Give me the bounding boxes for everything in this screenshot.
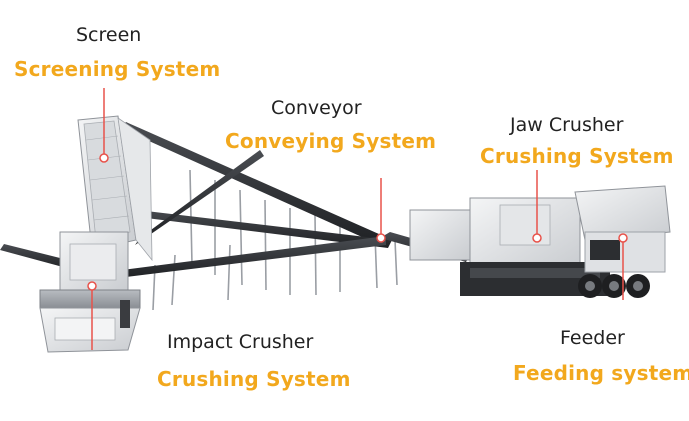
conveyor-belts [0, 122, 470, 278]
impact-crusher-system: Crushing System [157, 367, 351, 391]
screen-name: Screen [76, 24, 142, 46]
feeder-name: Feeder [560, 327, 625, 349]
impact-crusher-name: Impact Crusher [167, 331, 314, 353]
wheels [578, 274, 650, 298]
jaw-crusher-name: Jaw Crusher [510, 114, 624, 136]
feeder-system: Feeding system [513, 361, 689, 385]
impact-crusher-unit [39, 231, 141, 353]
callout-pointers [87, 88, 628, 350]
jaw-crusher-system: Crushing System [480, 144, 674, 168]
conveyor-system: Conveying System [225, 129, 437, 153]
screen-system: Screening System [14, 57, 221, 81]
conveyor-name: Conveyor [271, 97, 362, 119]
screen-unit [77, 115, 153, 262]
